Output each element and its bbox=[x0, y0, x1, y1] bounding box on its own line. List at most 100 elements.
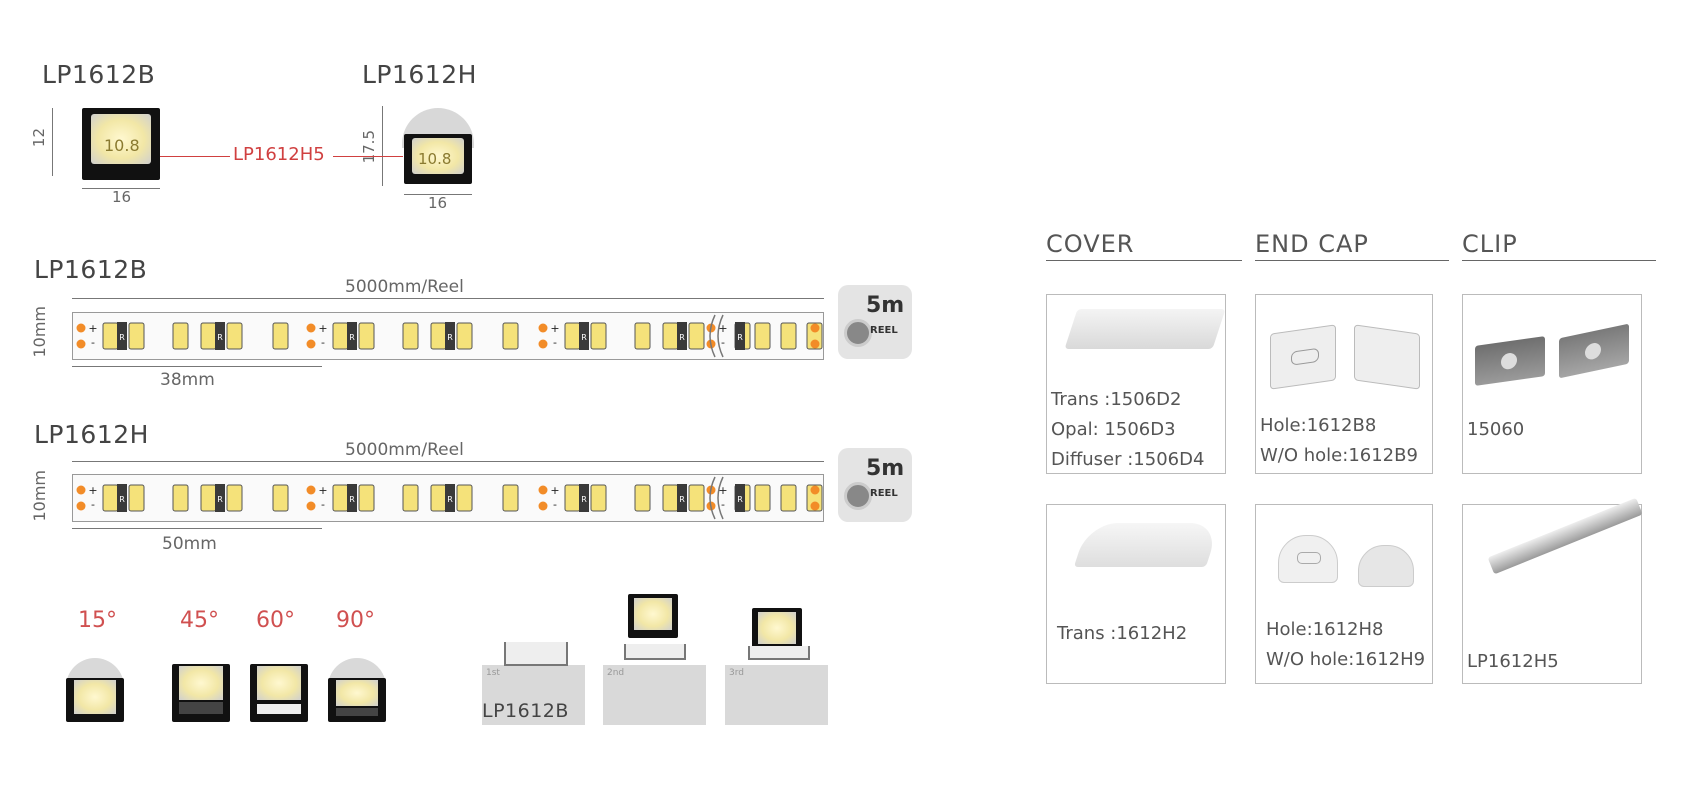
resistor bbox=[677, 322, 687, 350]
profile-h-title: LP1612H bbox=[362, 60, 477, 89]
led-chip bbox=[200, 322, 217, 350]
solder-pad bbox=[306, 339, 316, 349]
install-step-2-label: 2nd bbox=[607, 668, 625, 678]
minus-mark: - bbox=[721, 336, 725, 349]
minus-mark: - bbox=[553, 498, 557, 511]
led-chip bbox=[402, 484, 419, 512]
led-chip bbox=[502, 484, 519, 512]
resistor bbox=[347, 322, 357, 350]
resistor-mark: R bbox=[679, 495, 685, 504]
resistor-mark: R bbox=[217, 495, 223, 504]
endcap-1612h-hole-image bbox=[1278, 535, 1338, 583]
angle-profile-90 bbox=[324, 658, 390, 722]
plus-mark: + bbox=[550, 322, 559, 335]
solder-pad bbox=[810, 485, 820, 495]
resistor bbox=[215, 484, 225, 512]
install-label: LP1612B bbox=[482, 700, 569, 722]
install-step-1-label: 1st bbox=[486, 668, 500, 678]
install-step-1-clip bbox=[504, 642, 568, 666]
led-chip bbox=[754, 484, 771, 512]
resistor bbox=[677, 484, 687, 512]
led-chip bbox=[430, 322, 447, 350]
profile-h-diagram: 17.5 10.8 16 bbox=[360, 98, 480, 213]
strip-2-reel-length: 5m bbox=[866, 456, 905, 481]
led-chip bbox=[332, 322, 349, 350]
profile-h-width: 16 bbox=[428, 194, 448, 212]
led-chip bbox=[128, 484, 145, 512]
led-chip bbox=[226, 322, 243, 350]
install-step-2-panel bbox=[603, 665, 706, 725]
cover-1612h2-image bbox=[1073, 523, 1221, 567]
strip-2-reel-tag: 5m REEL bbox=[838, 448, 912, 522]
diffuser-callout-line-right bbox=[333, 156, 403, 157]
led-chip bbox=[172, 322, 189, 350]
profile-h-led-size: 10.8 bbox=[418, 150, 452, 168]
resistor-mark: R bbox=[119, 333, 125, 342]
strip-1-length-label: 5000mm/Reel bbox=[345, 277, 464, 297]
led-chip bbox=[172, 484, 189, 512]
solder-pad bbox=[538, 501, 548, 511]
minus-mark: - bbox=[91, 498, 95, 511]
strip-1-title: LP1612B bbox=[34, 255, 148, 284]
strip-1-width-label: 10mm bbox=[30, 306, 49, 358]
profile-b-led-size: 10.8 bbox=[104, 136, 140, 155]
led-chip bbox=[634, 322, 651, 350]
led-chip bbox=[456, 484, 473, 512]
break-symbol bbox=[709, 314, 724, 358]
diffuser-callout-line-left bbox=[160, 156, 230, 157]
minus-mark: - bbox=[721, 498, 725, 511]
minus-mark: - bbox=[321, 498, 325, 511]
strip-1-length-line bbox=[72, 298, 824, 299]
angle-label-45: 45° bbox=[180, 608, 219, 633]
accessory-header-cover: COVER bbox=[1046, 230, 1135, 258]
resistor bbox=[445, 322, 455, 350]
plus-mark: + bbox=[88, 484, 97, 497]
resistor bbox=[579, 484, 589, 512]
led-chip bbox=[780, 484, 797, 512]
angle-profile-60 bbox=[246, 658, 312, 722]
led-chip bbox=[200, 484, 217, 512]
solder-pad bbox=[306, 485, 316, 495]
cover-1612h2-line-1: Trans :1612H2 bbox=[1057, 623, 1188, 644]
accessory-endcap-1612b: Hole:1612B8 W/O hole:1612B9 bbox=[1255, 294, 1433, 474]
led-chip bbox=[502, 322, 519, 350]
accessory-rule-endcap bbox=[1255, 260, 1449, 261]
accessory-cover-1506: Trans :1506D2 Opal: 1506D3 Diffuser :150… bbox=[1046, 294, 1226, 474]
profile-b-width-line bbox=[82, 188, 160, 189]
endcap-1612b-hole-image bbox=[1270, 324, 1336, 390]
plus-mark: + bbox=[550, 484, 559, 497]
profile-h-height-line bbox=[382, 106, 383, 186]
led-chip bbox=[332, 484, 349, 512]
resistor bbox=[347, 484, 357, 512]
led-chip bbox=[102, 322, 119, 350]
minus-mark: - bbox=[91, 336, 95, 349]
resistor-mark: R bbox=[217, 333, 223, 342]
solder-pad bbox=[538, 323, 548, 333]
strip-2-cut-label: 50mm bbox=[162, 534, 217, 554]
solder-pad bbox=[538, 485, 548, 495]
led-chip bbox=[662, 484, 679, 512]
install-step-2-clip bbox=[624, 644, 686, 660]
endcap-1612b-line-1: Hole:1612B8 bbox=[1260, 415, 1377, 436]
strip-2-reel-word: REEL bbox=[870, 488, 898, 499]
solder-pad bbox=[76, 501, 86, 511]
led-chip bbox=[402, 322, 419, 350]
resistor bbox=[735, 322, 745, 350]
led-chip bbox=[634, 484, 651, 512]
led-chip bbox=[590, 484, 607, 512]
solder-pad bbox=[76, 323, 86, 333]
endcap-1612h-nohole-image bbox=[1358, 545, 1414, 587]
plus-mark: + bbox=[718, 484, 727, 497]
resistor-mark: R bbox=[447, 495, 453, 504]
endcap-1612h-line-2: W/O hole:1612H9 bbox=[1266, 649, 1426, 670]
minus-mark: - bbox=[553, 336, 557, 349]
resistor-mark: R bbox=[349, 333, 355, 342]
resistor-mark: R bbox=[737, 495, 743, 504]
install-step-3-label: 3rd bbox=[729, 668, 744, 678]
minus-mark: - bbox=[321, 336, 325, 349]
solder-pad bbox=[306, 323, 316, 333]
resistor-mark: R bbox=[737, 333, 743, 342]
